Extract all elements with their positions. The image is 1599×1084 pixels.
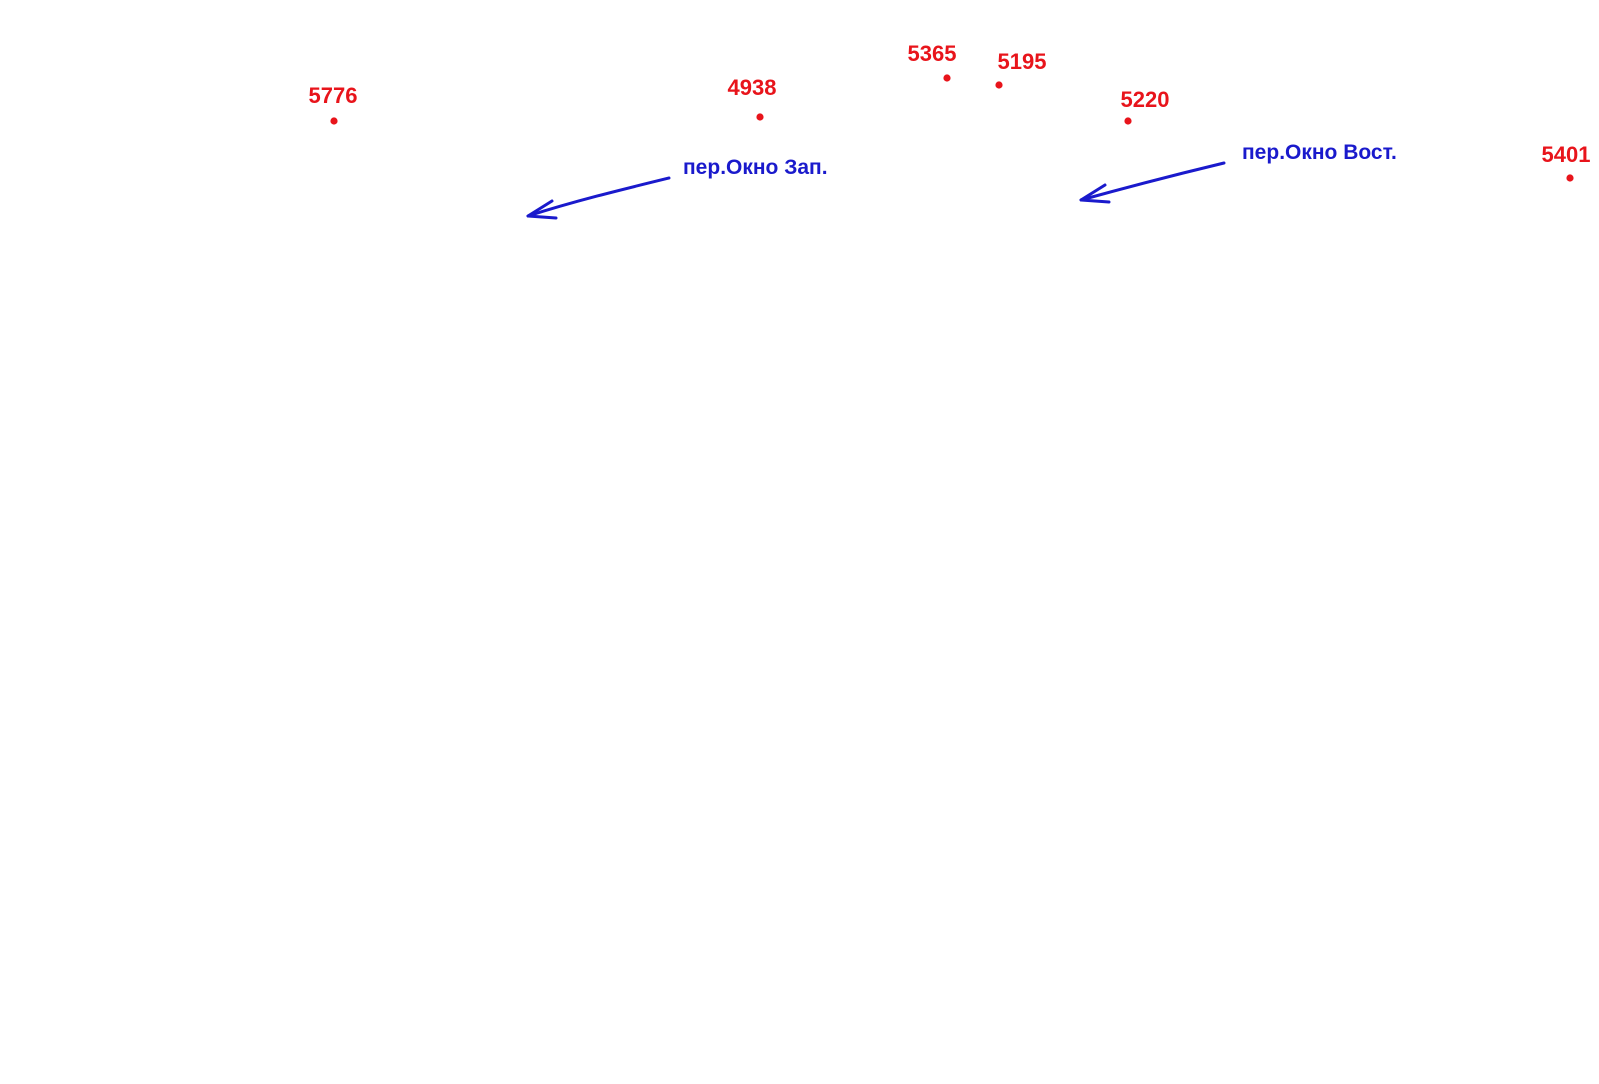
point-label: 5220 bbox=[1121, 87, 1170, 112]
annotation-window-west: пер.Окно Зап. bbox=[526, 156, 828, 220]
point-label: 5195 bbox=[998, 49, 1047, 74]
point-5365: 5365 bbox=[908, 41, 957, 82]
point-5401: 5401 bbox=[1542, 142, 1591, 182]
point-marker bbox=[1566, 174, 1574, 182]
arrow-shaft bbox=[1079, 161, 1226, 202]
annotation-label: пер.Окно Вост. bbox=[1242, 141, 1397, 164]
point-5220: 5220 bbox=[1121, 87, 1170, 125]
point-marker bbox=[1124, 117, 1132, 125]
point-marker bbox=[330, 117, 338, 125]
arrow-head-icon bbox=[1079, 183, 1111, 204]
annotation-window-east: пер.Окно Вост. bbox=[1079, 141, 1397, 204]
point-marker bbox=[756, 113, 764, 121]
point-label: 5365 bbox=[908, 41, 957, 66]
point-5195: 5195 bbox=[995, 49, 1046, 89]
point-4938: 4938 bbox=[728, 75, 777, 121]
point-label: 4938 bbox=[728, 75, 777, 100]
annotation-label: пер.Окно Зап. bbox=[683, 156, 828, 179]
point-marker bbox=[995, 81, 1003, 89]
point-label: 5776 bbox=[309, 83, 358, 108]
point-marker bbox=[943, 74, 951, 82]
arrow-shaft bbox=[526, 176, 671, 218]
point-label: 5401 bbox=[1542, 142, 1591, 167]
arrow-head-icon bbox=[526, 199, 558, 220]
point-5776: 5776 bbox=[309, 83, 358, 125]
